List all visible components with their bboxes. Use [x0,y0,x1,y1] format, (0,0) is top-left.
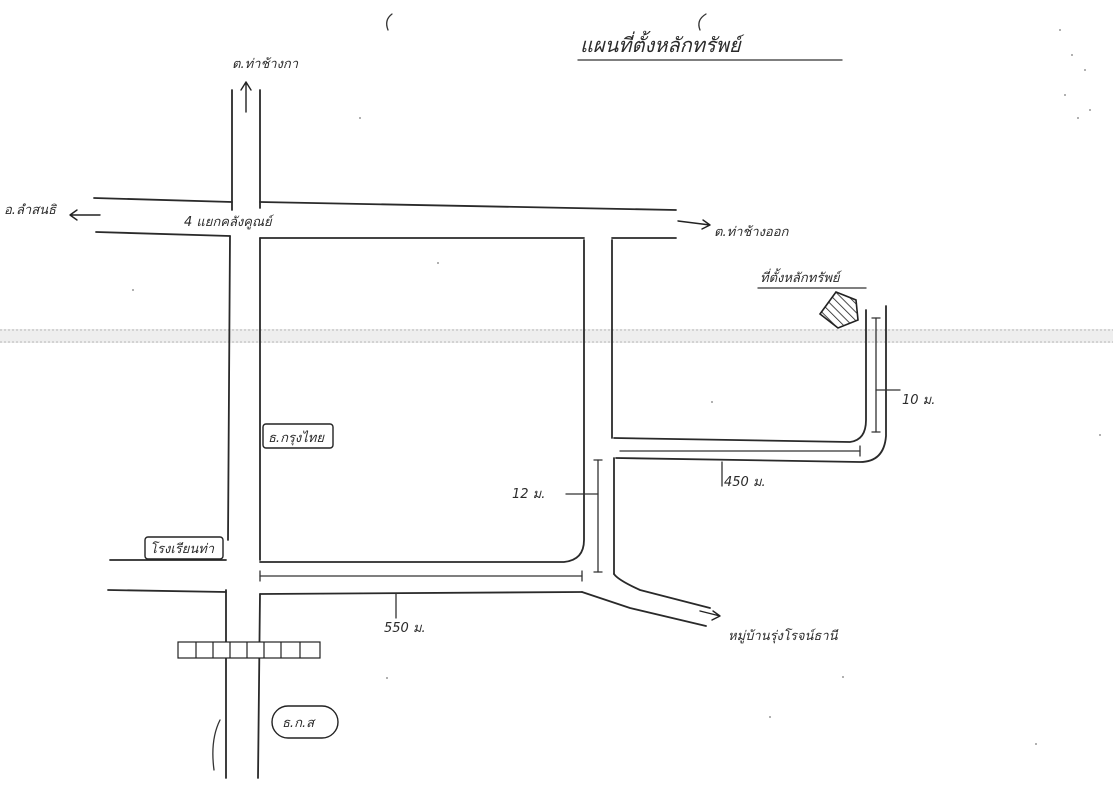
south-road-south-edge [107,589,583,595]
top-road-south-edge [95,231,677,239]
label-village: หมู่บ้านรุ่งโรจน์ธานี [728,628,839,644]
top-road-north-edge [93,197,677,211]
label-bank-baac: ธ.ก.ส [282,716,316,731]
property-marker-icon [818,291,859,329]
label-distance-east: 450 ม. [724,475,766,490]
map-title: แผนที่ตั้งหลักทรัพย์ [580,30,745,57]
east-branch-north-edge [613,309,867,443]
scan-band [0,329,1113,343]
main-road-west-edge [225,89,233,779]
label-road-width-left: 12 ม. [512,487,545,502]
bank-krungthai-box [262,423,334,449]
railway-bridge-icon [177,641,321,659]
bank-baac-oval [271,705,339,739]
label-bank-krungthai: ธ.กรุงไทย [268,430,325,446]
village-arrow-icon [699,610,721,621]
paper-mark-2 [698,13,707,31]
label-east-direction: ต.ท่าช้างออก [714,225,790,240]
east-branch-south-edge [615,305,887,463]
paper-speckles [132,29,1101,745]
west-arrow-icon [69,209,101,221]
north-arrow-icon [240,81,252,113]
label-west-direction: อ.ลำสนธิ [4,203,57,218]
label-north-direction: ต.ท่าช้างกา [232,57,299,72]
label-school: โรงเรียนท่า [150,541,215,557]
label-intersection: 4 แยกคลังคูณย์ [184,214,275,230]
label-distance-south: 550 ม. [384,621,426,636]
paper-mark-1 [386,13,393,31]
east-arrow-icon [677,219,711,230]
road-to-village-north [613,573,711,609]
label-property-location: ที่ตั้งหลักทรัพย์ [760,268,843,286]
road-south-curb [212,719,221,771]
main-road-east-edge [257,89,261,779]
road-to-village-south [581,591,707,627]
label-road-width-right: 10 ม. [902,393,935,408]
school-box [144,536,224,560]
block-inner-road [259,239,585,563]
